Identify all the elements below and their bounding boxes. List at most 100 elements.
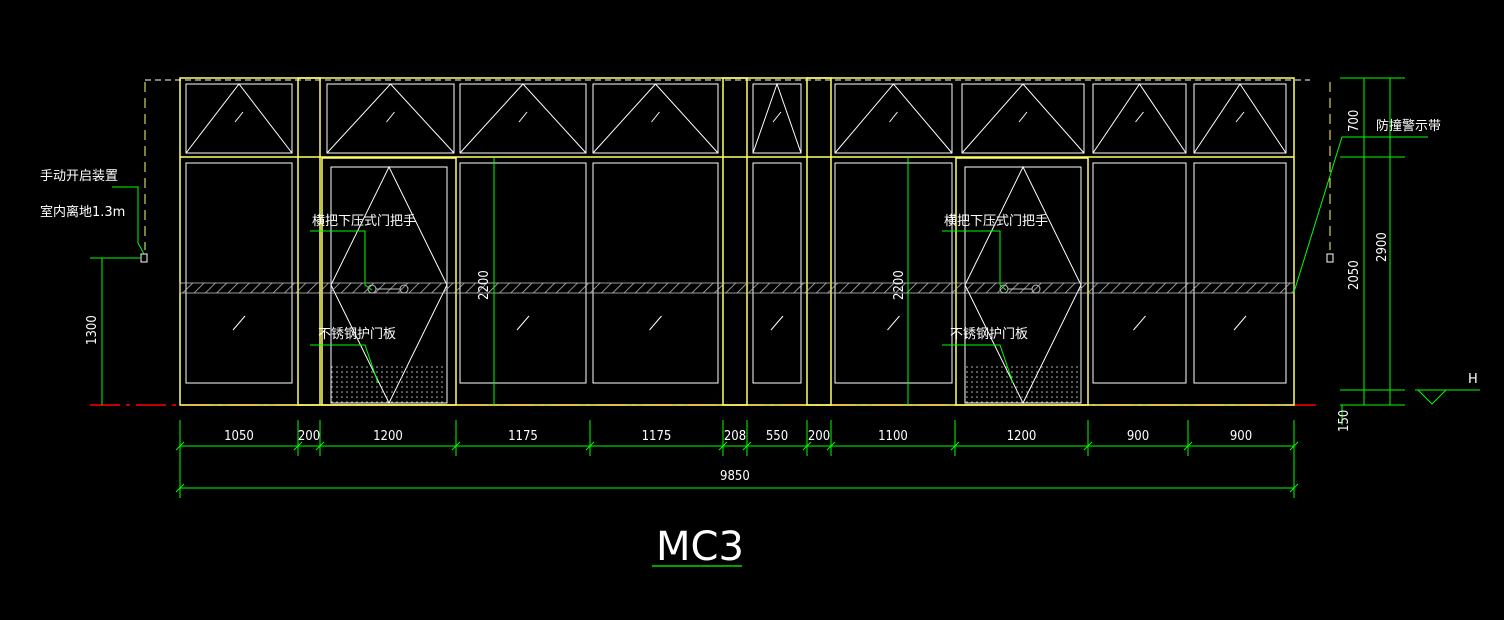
glass-mark: [772, 111, 782, 123]
level-mark-icon: [1415, 389, 1480, 405]
opening-indicator: [459, 83, 587, 154]
drawing-title: MC3: [656, 524, 744, 570]
kickplate-right-label: 不锈钢护门板: [950, 327, 1028, 342]
dim-tick: [950, 441, 960, 451]
opening-indicator: [326, 83, 455, 154]
dim-tick: [175, 483, 185, 493]
handle-icon: [367, 284, 1041, 294]
glass-pane: [592, 162, 719, 384]
glass-pane: [459, 162, 587, 384]
glass-mark: [889, 111, 898, 123]
dim-segment-text: 200: [298, 429, 320, 444]
dim-tick: [742, 441, 752, 451]
dim-tick: [718, 441, 728, 451]
transom-pane: [834, 83, 953, 154]
kickplate-left-label: 不锈钢护门板: [318, 327, 396, 342]
dim-segment-text: 208: [724, 429, 746, 444]
glass-pane: [1193, 162, 1287, 384]
glass-pane: [834, 162, 953, 384]
glass-mark: [518, 111, 528, 123]
kickplate-left-panel: [331, 365, 447, 403]
glass-mark: [1133, 315, 1146, 331]
dim-segment-text: 1100: [878, 429, 908, 444]
right-total-text: 2900: [1375, 232, 1390, 262]
dim-tick: [315, 441, 325, 451]
glass-pane: [1092, 162, 1187, 384]
handle-left-label: 横把下压式门把手: [312, 214, 416, 229]
glass-mark: [651, 111, 660, 123]
kickplate-right-panel: [965, 365, 1081, 403]
dim-tick: [1289, 441, 1299, 451]
manual-open-device-label: 手动开启装置: [40, 169, 118, 184]
anti-collision-strip-label: 防撞警示带: [1376, 118, 1441, 134]
transom-pane: [459, 83, 587, 154]
transom-pane: [592, 83, 719, 154]
dim-segment-text: 550: [766, 429, 788, 444]
opening-indicator: [1092, 83, 1187, 154]
dim-segment-text: 1175: [508, 429, 538, 444]
dimension-lines: [90, 77, 1405, 498]
transom-pane: [185, 83, 293, 154]
dim-segment-text: 900: [1230, 429, 1252, 444]
dim-segment-text: 1175: [642, 429, 672, 444]
dim-tick: [1083, 441, 1093, 451]
opening-indicator: [834, 83, 953, 154]
transom-pane: [1193, 83, 1287, 154]
transom-pane: [1092, 83, 1187, 154]
level-mark-label: H: [1468, 372, 1478, 387]
dim-segment-text: 1050: [224, 429, 254, 444]
glass-pane: [752, 162, 802, 384]
dim-tick: [585, 441, 595, 451]
opening-indicator: [185, 83, 293, 154]
outer-frame: [179, 77, 1295, 406]
dim-segment-text: 200: [808, 429, 830, 444]
bottom-dimension-texts: 1050 200 1200 1175 1175 208 550 200 1100 1200 900 9…: [224, 429, 1252, 444]
opening-indicator: [592, 83, 719, 154]
dim-tick: [451, 441, 461, 451]
manual-opener-marker-right: [1326, 253, 1334, 263]
anti-collision-strip: [179, 282, 1295, 294]
dim-segment-text: 900: [1127, 429, 1149, 444]
glass-panes: [185, 82, 1287, 405]
glass-pane: [185, 162, 293, 384]
glass-mark: [516, 315, 530, 331]
glass-mark: [386, 111, 395, 123]
glass-mark: [770, 315, 784, 331]
transom-pane: [961, 83, 1085, 154]
door-height-left-text: 2200: [477, 270, 492, 300]
opening-indicator: [961, 83, 1085, 154]
right-mid-text: 2050: [1347, 260, 1362, 290]
glass-mark: [1233, 315, 1247, 331]
handle-right-label: 横把下压式门把手: [944, 214, 1048, 229]
manual-opener-marker-left: [140, 253, 148, 263]
transom-pane: [752, 83, 802, 154]
opening-indicator: [1193, 83, 1287, 154]
glass-mark: [232, 315, 246, 331]
overall-width-text: 9850: [720, 469, 750, 484]
mullions: [297, 77, 832, 406]
dim-tick: [826, 441, 836, 451]
dim-tick: [802, 441, 812, 451]
dim-tick: [293, 441, 303, 451]
opening-indicator: [752, 82, 802, 154]
dim-segment-text: 1200: [1007, 429, 1037, 444]
glass-mark: [1018, 111, 1028, 123]
transom-pane: [326, 83, 455, 154]
indoor-height-label: 室内离地1.3m: [40, 204, 125, 220]
glass-mark: [1135, 111, 1144, 123]
glass-mark: [234, 111, 244, 123]
left-height-text: 1300: [85, 315, 100, 345]
door-frames: [321, 157, 1089, 406]
dim-tick: [1289, 483, 1299, 493]
dim-tick: [1183, 441, 1193, 451]
right-base-text: 150: [1337, 410, 1352, 432]
door-height-right-text: 2200: [892, 270, 907, 300]
dim-segment-text: 1200: [373, 429, 403, 444]
leader-lines: [112, 136, 1428, 384]
glass-mark: [1235, 111, 1245, 123]
glass-mark: [649, 315, 662, 331]
dim-tick: [175, 441, 185, 451]
right-top-text: 700: [1347, 110, 1362, 132]
glass-mark: [887, 315, 900, 331]
